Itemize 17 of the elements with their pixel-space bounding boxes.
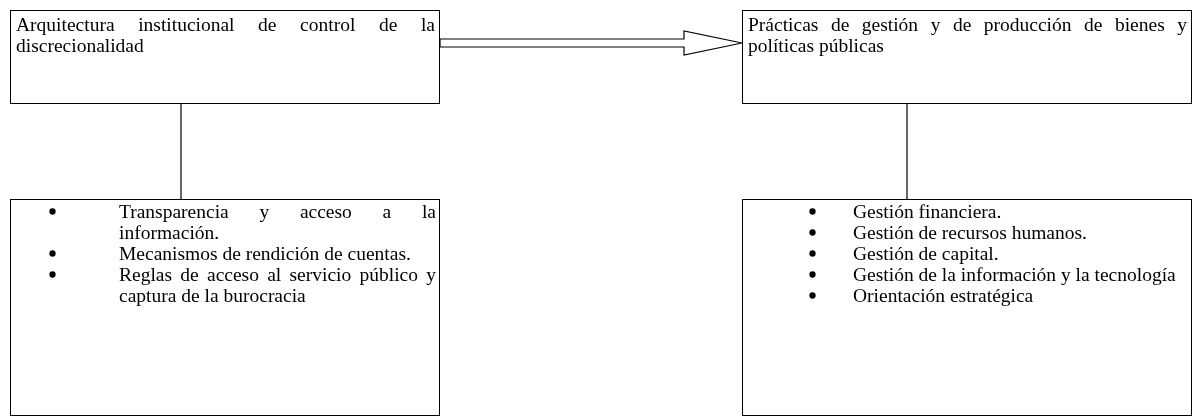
list-item: Reglas de acceso al servicio público y captura de la burocracia (119, 264, 436, 306)
list-item: Gestión financiera. (853, 201, 1003, 222)
list-item: Gestión de la información y la tecnología (853, 264, 1177, 285)
list-item: Mecanismos de rendición de cuentas. (119, 243, 412, 264)
connector-line (180, 103, 182, 200)
box-heading: Prácticas de gestión y de producción de bienes y políticas públicas (748, 14, 1187, 56)
title-box (742, 10, 1192, 104)
list-item: Transparencia y acceso a la información. (119, 201, 436, 243)
list-box (10, 199, 440, 416)
list-item: Orientación estratégica (853, 285, 1035, 306)
connector-line (906, 103, 908, 200)
box-heading: Arquitectura institucional de control de la discrecionalidad (16, 14, 435, 56)
block-arrow (439, 30, 743, 56)
title-box (10, 10, 440, 104)
list-box (742, 199, 1192, 416)
list-item: Gestión de recursos humanos. (853, 222, 1088, 243)
list-item: Gestión de capital. (853, 243, 1000, 264)
